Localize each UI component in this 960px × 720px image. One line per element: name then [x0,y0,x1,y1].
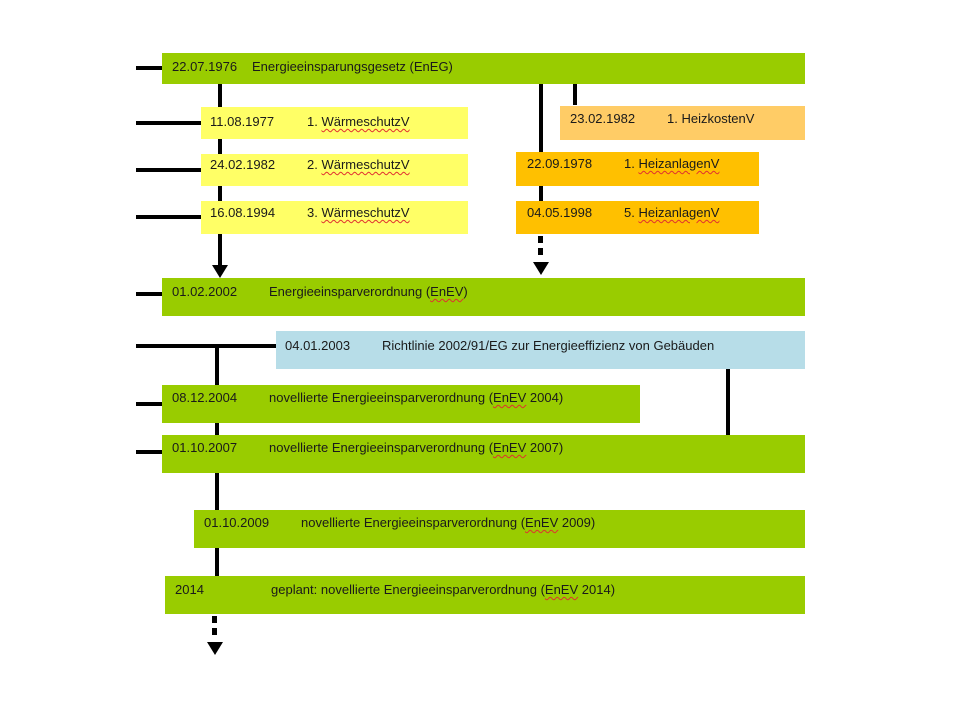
event-hav5: 04.05.1998 5. HeizanlagenV [516,201,759,234]
dash-4 [212,628,217,635]
event-title: geplant: novellierte Energieeinsparveror… [271,582,616,597]
event-date: 22.09.1978 [527,156,593,171]
dash-2 [538,248,543,255]
event-enev2007: 01.10.2007 novellierte Energieeinsparver… [162,435,805,473]
tick-eneg [136,66,162,70]
event-date: 08.12.2004 [172,390,238,405]
event-date: 01.02.2002 [172,284,238,299]
event-enev2009: 01.10.2009 novellierte Energieeinsparver… [194,510,805,548]
tick-wsv2 [136,168,201,172]
event-date: 23.02.1982 [570,111,636,126]
event-hkv1: 23.02.1982 1. HeizkostenV [560,106,805,140]
event-hav1: 22.09.1978 1. HeizanlagenV [516,152,759,186]
tick-enev2007 [136,450,162,454]
dash-3 [212,616,217,623]
event-enev2014: 2014 geplant: novellierte Energieeinspar… [165,576,805,614]
event-enev2004: 08.12.2004 novellierte Energieeinsparver… [162,385,640,423]
tick-enev2004 [136,402,162,406]
arrow-down-dashed-icon [533,262,549,275]
event-title: novellierte Energieeinsparverordnung (En… [269,440,564,455]
event-title: 3. WärmeschutzV [307,205,410,220]
link-heizkosten [573,83,577,105]
arrow-down-future-icon [207,642,223,655]
dash-1 [538,236,543,243]
event-date: 01.10.2007 [172,440,238,455]
event-wsv1: 11.08.1977 1. WärmeschutzV [201,107,468,139]
event-title: Richtlinie 2002/91/EG zur Energieeffizie… [382,338,715,353]
event-wsv2: 24.02.1982 2. WärmeschutzV [201,154,468,186]
event-title: 2. WärmeschutzV [307,157,410,172]
event-title: 1. HeizanlagenV [624,156,720,171]
event-title: Energieeinsparungsgesetz (EnEG) [252,59,453,74]
event-date: 24.02.1982 [210,157,276,172]
event-date: 2014 [175,582,204,597]
event-date: 11.08.1977 [210,114,275,129]
event-date: 16.08.1994 [210,205,276,220]
event-eu2003: 04.01.2003 Richtlinie 2002/91/EG zur Ene… [276,331,805,369]
event-date: 04.05.1998 [527,205,593,220]
arrow-down-icon [212,265,228,278]
event-date: 01.10.2009 [204,515,270,530]
tick-enev2002 [136,292,162,296]
tick-wsv3 [136,215,201,219]
event-enev2002: 01.02.2002 Energieeinsparverordnung (EnE… [162,278,805,316]
event-date: 22.07.1976 [172,59,238,74]
event-title: novellierte Energieeinsparverordnung (En… [269,390,564,405]
event-title: 1. WärmeschutzV [307,114,410,129]
link-eu-enev2007 [726,368,730,436]
event-title: 5. HeizanlagenV [624,205,720,220]
tick-wsv1 [136,121,201,125]
event-title: 1. HeizkostenV [667,111,755,126]
event-title: novellierte Energieeinsparverordnung (En… [301,515,596,530]
event-date: 04.01.2003 [285,338,351,353]
event-title: Energieeinsparverordnung (EnEV) [269,284,468,299]
event-wsv3: 16.08.1994 3. WärmeschutzV [201,201,468,234]
tick-eu2003 [136,344,276,348]
event-eneg: 22.07.1976 Energieeinsparungsgesetz (EnE… [162,53,805,84]
